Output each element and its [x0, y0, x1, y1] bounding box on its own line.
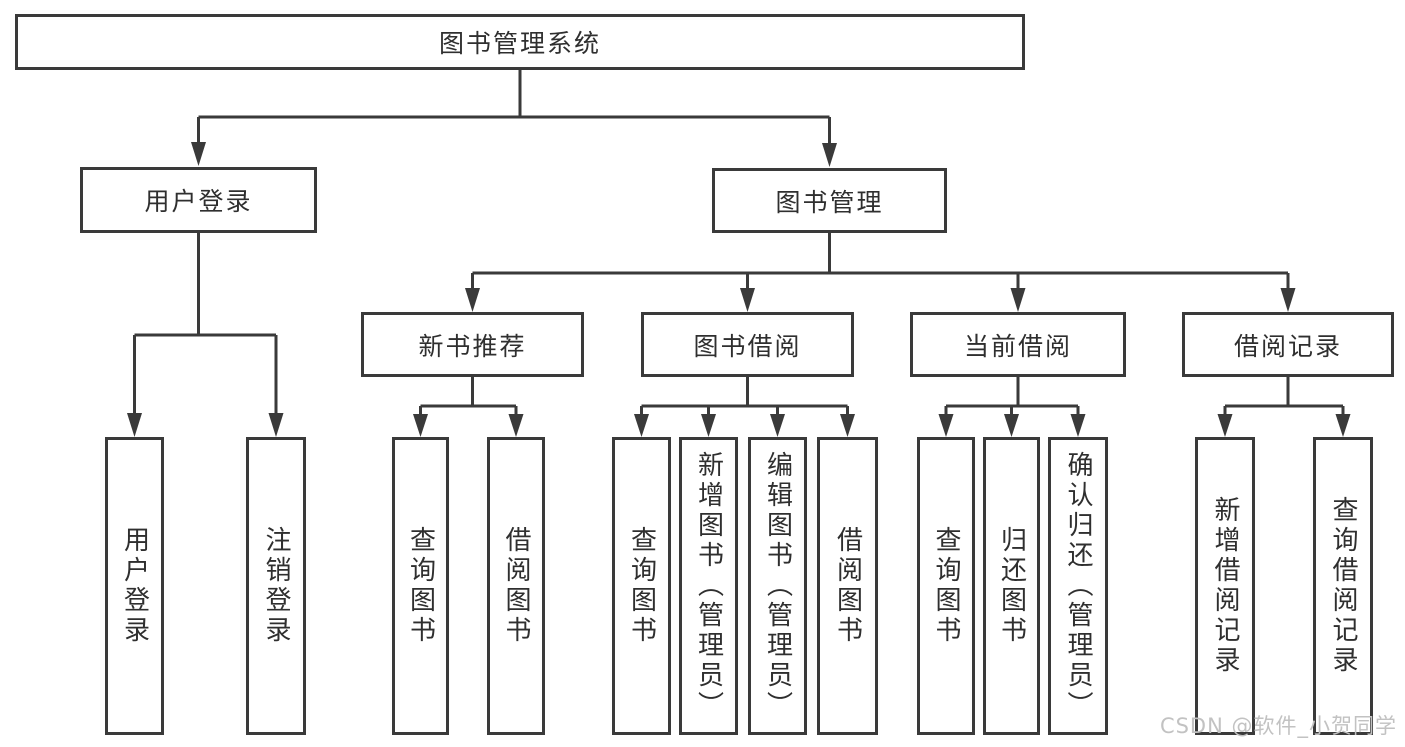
arrowhead	[822, 143, 837, 167]
node-label: 查询借阅记录	[1328, 496, 1358, 676]
node-label: 新增借阅记录	[1210, 496, 1240, 676]
arrowhead	[127, 413, 142, 437]
node-book-management: 图书管理	[712, 168, 947, 233]
connector-current-borrowing-to-leaves	[938, 377, 1086, 437]
leaf-borrow-books: 借阅图书	[817, 437, 878, 735]
arrowhead	[268, 413, 284, 437]
node-label: 用户登录	[119, 526, 150, 646]
leaf-query-books-current: 查询图书	[917, 437, 975, 735]
node-user-login: 用户登录	[80, 167, 317, 233]
arrowhead	[938, 414, 954, 437]
node-label: 当前借阅	[963, 331, 1072, 361]
arrowhead	[770, 414, 785, 437]
node-label: 查询图书	[931, 526, 961, 646]
leaf-query-books-recommend: 查询图书	[392, 437, 449, 735]
connector-book-management-to-level3	[465, 233, 1296, 312]
leaf-user-login: 用户登录	[105, 437, 164, 735]
csdn-watermark: CSDN @软件_小贺同学	[1159, 714, 1397, 738]
arrowhead	[465, 288, 480, 312]
connector-book-borrowing-to-leaves	[634, 377, 855, 437]
node-label: 用户登录	[144, 187, 253, 216]
node-label: 注销登录	[261, 526, 291, 646]
leaf-query-borrow-record: 查询借阅记录	[1313, 437, 1373, 735]
leaf-add-borrow-record: 新增借阅记录	[1195, 437, 1255, 735]
node-root: 图书管理系统	[15, 14, 1025, 70]
leaf-add-books-admin: 新增图书（管理员）	[679, 437, 738, 735]
node-current-borrowing: 当前借阅	[910, 312, 1126, 377]
leaf-edit-books-admin: 编辑图书（管理员）	[748, 437, 807, 735]
node-label: 确认归还（管理员）	[1063, 451, 1093, 721]
arrowhead	[413, 414, 428, 437]
node-label: 新书推荐	[418, 331, 527, 361]
connector-new-book-recommend-to-leaves	[413, 377, 524, 437]
leaf-return-books: 归还图书	[983, 437, 1040, 735]
arrowhead	[634, 414, 649, 437]
node-new-book-recommend: 新书推荐	[361, 312, 584, 377]
connector-borrow-records-to-leaves	[1217, 377, 1351, 437]
node-label: 借阅图书	[832, 526, 863, 646]
node-label: 查询图书	[405, 526, 436, 646]
arrowhead	[191, 142, 206, 166]
node-label: 查询图书	[626, 526, 657, 646]
node-label: 图书借阅	[693, 331, 802, 361]
leaf-borrow-books-recommend: 借阅图书	[487, 437, 545, 735]
node-label: 图书管理系统	[438, 29, 601, 58]
node-book-borrowing: 图书借阅	[641, 312, 854, 377]
arrowhead	[1280, 288, 1296, 312]
arrowhead	[1004, 414, 1019, 437]
node-borrow-records: 借阅记录	[1182, 312, 1394, 377]
leaf-logout: 注销登录	[246, 437, 306, 735]
arrowhead	[701, 414, 716, 437]
node-label: 图书管理	[775, 187, 884, 217]
arrowhead	[508, 414, 524, 437]
node-label: 编辑图书（管理员）	[762, 451, 793, 721]
arrowhead	[1335, 414, 1351, 437]
arrowhead	[840, 414, 855, 437]
arrowhead	[1217, 414, 1233, 437]
connector-user-login-to-leaves	[127, 233, 284, 437]
connector-root-to-level2	[191, 70, 837, 167]
leaf-query-books-borrowing: 查询图书	[612, 437, 671, 735]
leaf-confirm-return-admin: 确认归还（管理员）	[1048, 437, 1108, 735]
node-label: 归还图书	[996, 526, 1027, 646]
node-label: 新增图书（管理员）	[693, 451, 724, 721]
arrowhead	[1070, 414, 1086, 437]
arrowhead	[740, 288, 755, 312]
node-label: 借阅图书	[501, 526, 531, 646]
arrowhead	[1010, 288, 1026, 312]
node-label: 借阅记录	[1233, 331, 1342, 361]
